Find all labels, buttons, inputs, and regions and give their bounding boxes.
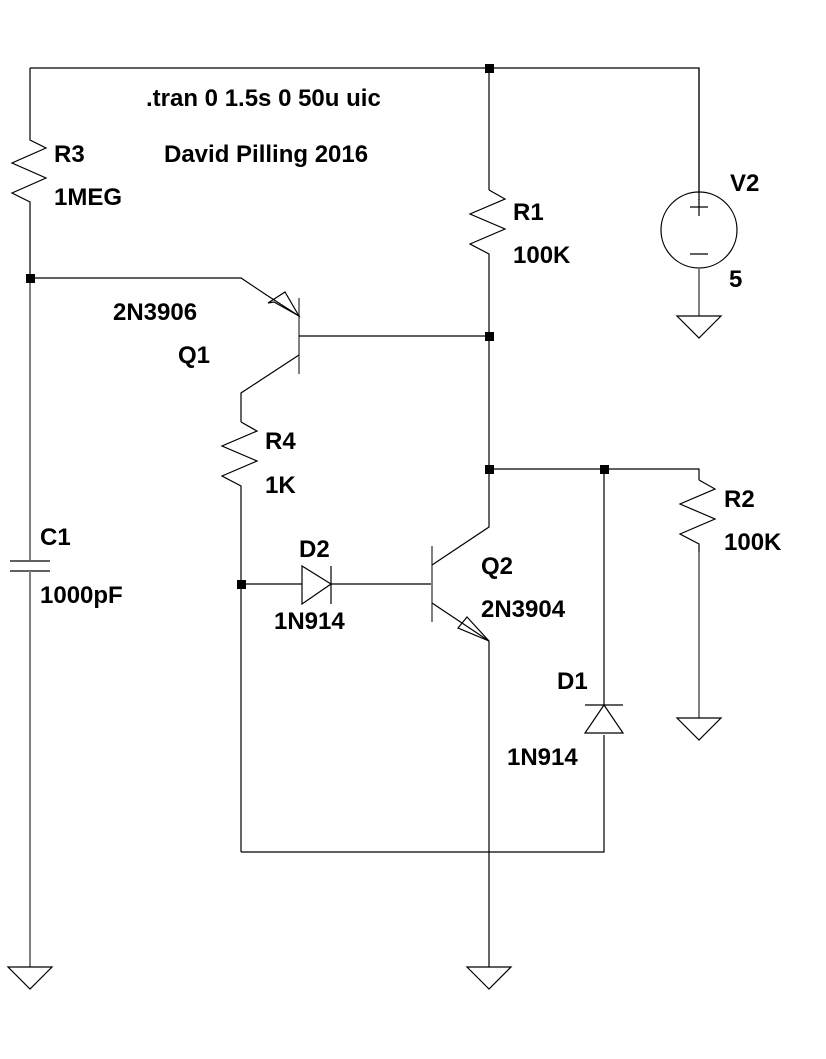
r2-value: 100K <box>724 529 782 556</box>
transistor-q2-arrow <box>457 616 490 642</box>
wire-q1-emitter <box>30 277 269 297</box>
ground-icon <box>675 717 723 741</box>
v2-value: 5 <box>729 266 743 293</box>
transistor-q1-collector-lead <box>240 354 300 422</box>
ground-icon <box>675 315 723 339</box>
resistor-r3-symbol <box>10 135 48 210</box>
c1-ref: C1 <box>40 524 71 551</box>
junction-dot <box>26 274 35 283</box>
d1-ref: D1 <box>557 668 588 695</box>
spice-directive: .tran 0 1.5s 0 50u uic <box>146 85 381 112</box>
transistor-q2-collector-lead <box>431 469 490 566</box>
junction-dot <box>485 64 494 73</box>
r3-value: 1MEG <box>54 184 123 211</box>
diode-d2-symbol <box>301 564 333 606</box>
r4-value: 1K <box>265 472 296 499</box>
v2-ref: V2 <box>730 170 760 197</box>
diode-d1-symbol <box>583 703 625 734</box>
wire-to-r2 <box>489 468 700 480</box>
d2-model: 1N914 <box>274 608 345 635</box>
ground-icon <box>6 966 54 990</box>
d1-model: 1N914 <box>507 744 578 771</box>
wire-bottom-loop <box>241 735 605 853</box>
q2-model: 2N3904 <box>481 596 566 623</box>
c1-value: 1000pF <box>40 582 123 609</box>
r1-ref: R1 <box>513 199 544 226</box>
r2-ref: R2 <box>724 486 755 513</box>
q1-ref: Q1 <box>178 342 211 369</box>
resistor-r1-symbol <box>468 189 507 262</box>
r4-ref: R4 <box>265 428 296 455</box>
resistor-r2-symbol <box>678 479 717 552</box>
author-note: David Pilling 2016 <box>164 141 369 168</box>
ground-icon <box>465 966 513 990</box>
r3-ref: R3 <box>54 141 85 168</box>
junction-dot <box>237 580 246 589</box>
transistor-q2-emitter-lead <box>431 602 490 642</box>
junction-dot <box>485 332 494 341</box>
junction-dot <box>485 465 494 474</box>
junction-dot <box>600 465 609 474</box>
q2-ref: Q2 <box>481 553 514 580</box>
resistor-r4-symbol <box>220 421 259 495</box>
transistor-q1-arrow <box>267 291 301 318</box>
r1-value: 100K <box>513 242 571 269</box>
q1-model: 2N3906 <box>113 299 198 326</box>
d2-ref: D2 <box>299 536 330 563</box>
